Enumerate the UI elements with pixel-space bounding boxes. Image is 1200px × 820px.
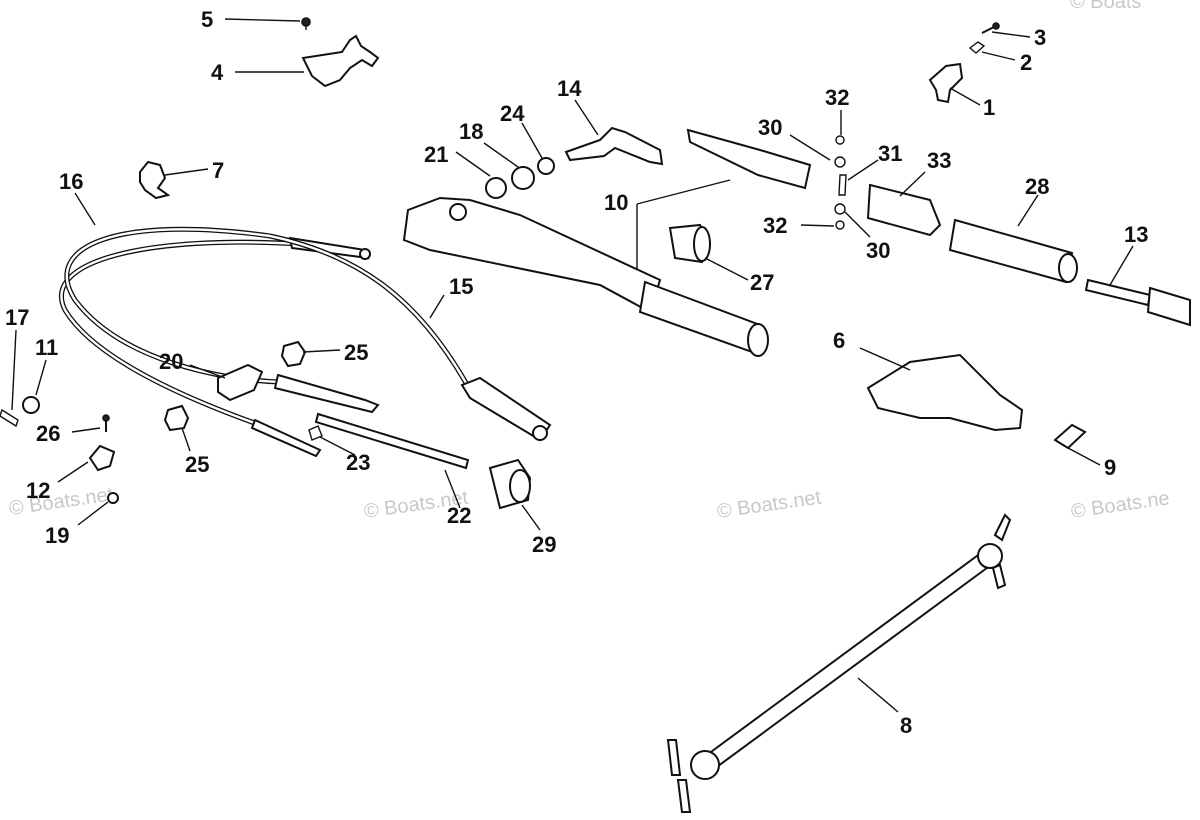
callout-30b: 30 [866, 238, 890, 263]
part-1-bracket [928, 62, 964, 104]
callout-23: 23 [346, 450, 370, 475]
part-12-clamp [88, 444, 116, 472]
part-9-clip [1053, 423, 1087, 450]
watermark-top-right: © Boats [1070, 0, 1141, 13]
part-26-screw [102, 414, 110, 432]
part-16-cable [59, 236, 371, 458]
watermark-3: © Boats.net [716, 487, 823, 523]
callout-27: 27 [750, 270, 774, 295]
part-5-screw [301, 17, 311, 30]
callout-26: 26 [36, 421, 60, 446]
part-18-washer [511, 166, 535, 190]
part-24-washer [537, 157, 555, 175]
callout-4: 4 [211, 60, 224, 85]
callout-24: 24 [500, 101, 525, 126]
callout-7: 7 [212, 158, 224, 183]
callout-6: 6 [833, 328, 845, 353]
part-14-lever [564, 126, 664, 166]
watermark-1: © Boats.net [8, 484, 115, 520]
callout-19: 19 [45, 523, 69, 548]
part-13-knob [1084, 278, 1191, 327]
part-21-washer [485, 177, 507, 199]
callout-12: 12 [26, 478, 50, 503]
callout-9: 9 [1104, 455, 1116, 480]
part-32a-ball [835, 135, 845, 145]
callout-3: 3 [1034, 25, 1046, 50]
callout-25a: 25 [344, 340, 368, 365]
part-2-washer [968, 41, 986, 54]
part-15-cable [64, 226, 552, 442]
callout-22: 22 [447, 503, 471, 528]
callout-13: 13 [1124, 222, 1148, 247]
callout-33: 33 [927, 148, 951, 173]
part-17-pin [0, 408, 19, 428]
callout-8: 8 [900, 713, 912, 738]
part-25a-sleeve [280, 340, 307, 368]
part-3-screw [981, 22, 1000, 34]
part-7-clip [139, 160, 171, 200]
callout-25b: 25 [185, 452, 209, 477]
callout-16: 16 [59, 169, 83, 194]
callout-17: 17 [5, 305, 29, 330]
callout-20: 20 [159, 349, 183, 374]
callout-30a: 30 [758, 115, 782, 140]
part-22-rod [314, 412, 470, 470]
part-25b-sleeve [163, 404, 190, 432]
part-6-housing [866, 353, 1024, 432]
callout-31: 31 [878, 141, 902, 166]
part-29-bushing [488, 458, 532, 510]
watermark-4: © Boats.ne [1070, 487, 1171, 523]
callout-11: 11 [35, 335, 58, 360]
callouts: 1 2 3 4 5 6 7 8 9 10 11 12 13 14 15 16 1… [5, 7, 1148, 738]
part-30a-spring [834, 156, 846, 168]
part-10-steering-arm [402, 196, 769, 357]
part-31-pin [838, 174, 847, 196]
part-33-grip [866, 183, 942, 237]
part-30b-spring [834, 203, 846, 215]
callout-18: 18 [459, 119, 483, 144]
part-23-pin [308, 425, 323, 441]
part-11-nut [22, 396, 40, 414]
callout-14: 14 [557, 76, 582, 101]
callout-1: 1 [983, 95, 995, 120]
callout-32a: 32 [825, 85, 849, 110]
callout-29: 29 [532, 532, 556, 557]
leader-lines [11, 18, 1134, 713]
callout-5: 5 [201, 7, 213, 32]
callout-28: 28 [1025, 174, 1049, 199]
callout-15: 15 [449, 274, 473, 299]
part-20-connector [217, 363, 264, 402]
callout-2: 2 [1020, 50, 1032, 75]
throttle-shaft [686, 128, 812, 190]
part-8-tie-bar [666, 513, 1012, 813]
part-32b-ball [835, 220, 845, 230]
callout-10: 10 [604, 190, 628, 215]
part-27-cap [668, 223, 712, 264]
part-19-nut [107, 492, 119, 504]
callout-32b: 32 [763, 213, 787, 238]
part-4-bracket [301, 34, 380, 88]
callout-21: 21 [424, 142, 448, 167]
part-28-grip [948, 218, 1078, 284]
